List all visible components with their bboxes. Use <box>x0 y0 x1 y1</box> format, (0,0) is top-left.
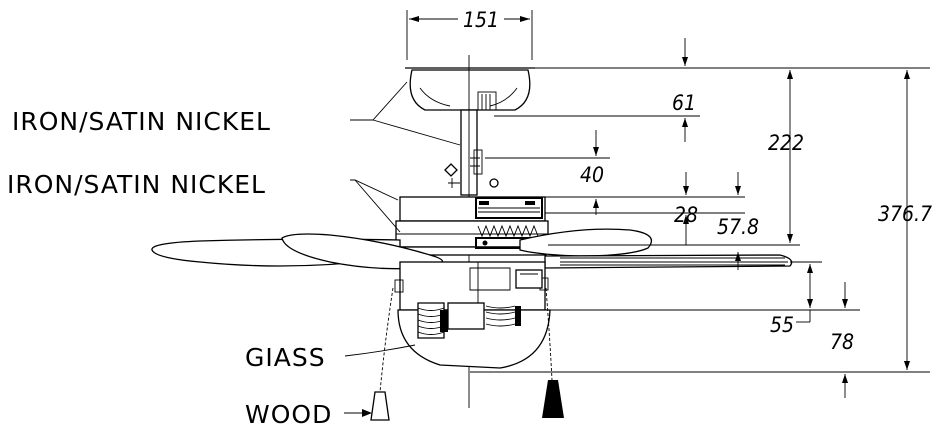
pull-chain-right <box>542 287 564 418</box>
canopy-finish-label: IRON/SATIN NICKEL <box>12 107 271 136</box>
housing-finish-label: IRON/SATIN NICKEL <box>7 170 266 199</box>
canopy-width-dimension: 151 <box>406 8 533 60</box>
blade-to-light-value: 55 <box>770 313 794 337</box>
leader-lines <box>344 81 461 417</box>
light-kit <box>394 261 549 311</box>
canopy-width-value: 151 <box>463 8 499 32</box>
blade-right <box>544 254 793 269</box>
canopy <box>405 67 535 111</box>
light-bulbs <box>417 302 521 339</box>
blade-to-glass-bottom-value: 78 <box>830 330 854 354</box>
canopy-to-blade-value: 222 <box>768 131 804 155</box>
motor-offset-value: 28 <box>674 203 698 227</box>
housing-to-blade-value: 57.8 <box>717 215 759 239</box>
downrod-gap-value: 40 <box>580 163 604 187</box>
blade-right-back <box>519 228 653 257</box>
canopy-height-value: 61 <box>672 91 696 115</box>
downrod <box>444 109 499 196</box>
dimension-lines <box>470 38 930 398</box>
glass-label: GIASS <box>245 343 326 372</box>
overall-height-value: 376.7 <box>878 202 932 226</box>
pull-chain-material-label: WOOD <box>245 400 332 428</box>
pull-chain-left <box>370 287 394 421</box>
